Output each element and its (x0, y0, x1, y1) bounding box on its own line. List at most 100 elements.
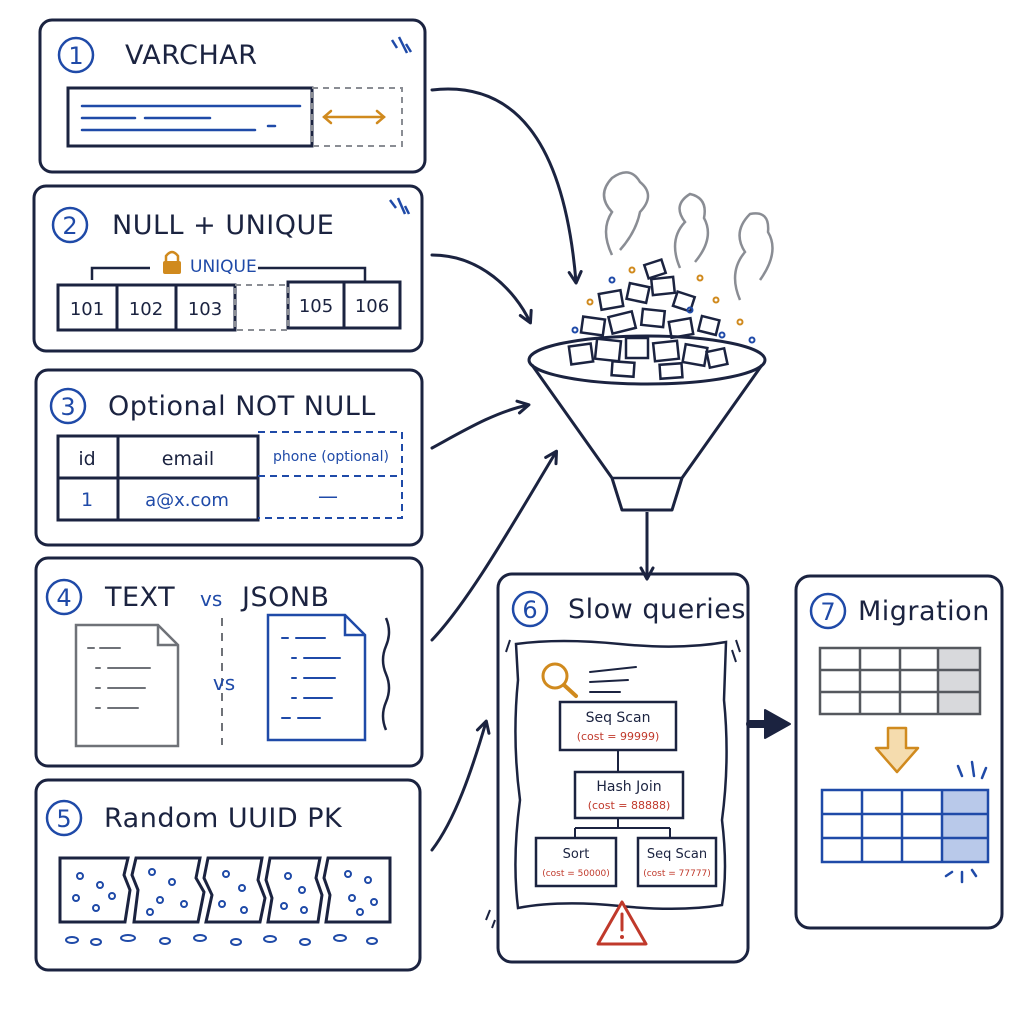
fragmented-pages (58, 856, 392, 924)
new-schema-table (820, 788, 990, 864)
id-cell-3: 103 (188, 299, 222, 320)
unique-bracket (90, 266, 367, 282)
document-icon (266, 613, 367, 742)
optional-column (258, 431, 403, 519)
panel-title: Optional NOT NULL (108, 391, 376, 422)
query-plan-frame (514, 639, 728, 911)
id-cell-1: 101 (70, 299, 104, 320)
col-email: email (162, 448, 214, 470)
panel-frame (38, 18, 427, 174)
panel-title-left: TEXT (104, 582, 175, 613)
query-text-lines (589, 666, 637, 693)
fragment-rubble (65, 934, 378, 946)
panel-title-vs: vs (200, 587, 222, 611)
panel-random-uuid: 5 Random UUID PK (34, 778, 422, 972)
panel-optional-not-null: 3 Optional NOT NULL id email phone (opti… (34, 368, 424, 547)
panel-slow-queries: 6 Slow queries Seq Scan (cost = 99999) H… (485, 572, 750, 964)
funnel-body (530, 364, 764, 512)
unique-label: UNIQUE (190, 257, 257, 277)
panel-frame (794, 574, 1004, 930)
uuid-dots (72, 868, 378, 916)
arrow-varchar-to-funnel (430, 87, 583, 285)
step-number: 2 (62, 212, 77, 240)
vs-label: vs (213, 671, 235, 695)
plan-cost: (cost = 88888) (588, 799, 671, 812)
panel-frame (32, 184, 424, 353)
arrow-not-null-to-funnel (430, 399, 531, 450)
plan-node-sort: Sort (cost = 50000) (534, 836, 618, 888)
plan-node-hash-join: Hash Join (cost = 88888) (573, 770, 685, 820)
step-badge (511, 590, 549, 628)
panel-null-unique: 2 NULL + UNIQUE UNIQUE 101 102 103 105 1… (32, 184, 424, 353)
panel-title: NULL + UNIQUE (112, 210, 334, 241)
panel-title-right: JSONB (240, 582, 330, 613)
col-id: id (78, 448, 95, 470)
down-arrow-icon (874, 726, 920, 774)
particles-orange (586, 266, 744, 326)
arrow-jsonb-to-funnel (430, 449, 559, 642)
panel-title: VARCHAR (125, 40, 258, 71)
funnel-icon (527, 171, 774, 581)
field-text-lines (80, 104, 302, 132)
step-number: 5 (56, 805, 71, 833)
plan-cost: (cost = 50000) (542, 869, 610, 879)
panel-text-vs-jsonb: 4 TEXT vs JSONB vs (34, 556, 424, 768)
id-cell-5: 106 (355, 296, 389, 317)
plan-op: Sort (563, 847, 590, 862)
missing-id-cell (234, 284, 289, 331)
expand-arrow (322, 109, 386, 125)
plan-tree-edges (574, 750, 671, 838)
warning-icon (596, 900, 648, 946)
connectors (430, 87, 583, 852)
panel-frame (34, 556, 424, 768)
document-icon (74, 623, 180, 748)
row-phone: — (318, 484, 338, 508)
panel-title: Migration (858, 596, 990, 627)
arrow-slow-to-migration (746, 709, 791, 739)
data-cubes (579, 257, 721, 340)
panel-varchar: 1 VARCHAR (38, 18, 427, 174)
step-badge (809, 592, 847, 630)
lock-icon (163, 250, 181, 274)
cubes-in-funnel (567, 336, 729, 381)
row-email: a@x.com (145, 490, 229, 511)
step-number: 7 (820, 598, 835, 626)
step-number: 6 (522, 596, 537, 624)
step-badge (57, 36, 95, 74)
table-grid (56, 434, 260, 522)
plan-node-seq-scan-top: Seq Scan (cost = 99999) (558, 700, 678, 752)
panel-title: Random UUID PK (104, 803, 343, 834)
step-badge (45, 799, 83, 837)
step-badge (45, 578, 83, 616)
search-icon (541, 662, 578, 698)
plan-cost: (cost = 99999) (577, 730, 660, 743)
particles-blue (571, 276, 756, 344)
plan-op: Hash Join (596, 779, 661, 795)
plan-node-seq-scan-right: Seq Scan (cost = 77777) (636, 836, 718, 888)
id-cell-2: 102 (129, 299, 163, 320)
col-phone: phone (optional) (273, 449, 389, 465)
arrow-uuid-to-slow-queries (430, 719, 491, 852)
panel-title: Slow queries (568, 594, 746, 625)
step-number: 3 (60, 393, 75, 421)
panel-frame (34, 368, 424, 547)
plan-op: Seq Scan (647, 847, 707, 862)
arrow-null-unique-to-funnel (430, 253, 533, 325)
id-cell-4: 105 (299, 296, 333, 317)
shake-marks (485, 639, 741, 929)
step-badge (51, 206, 89, 244)
step-number: 4 (56, 584, 71, 612)
tick-marks (390, 36, 413, 54)
id-cells (56, 280, 402, 332)
old-schema-table (818, 646, 982, 716)
smoke-icon (602, 171, 774, 301)
plan-op: Seq Scan (586, 710, 651, 726)
panel-frame (34, 778, 422, 972)
row-id: 1 (81, 489, 93, 511)
step-badge (49, 387, 87, 425)
panel-frame (496, 572, 750, 964)
plan-cost: (cost = 77777) (643, 869, 711, 879)
tick-marks (389, 197, 411, 215)
panel-migration: 7 Migration (794, 574, 1004, 930)
